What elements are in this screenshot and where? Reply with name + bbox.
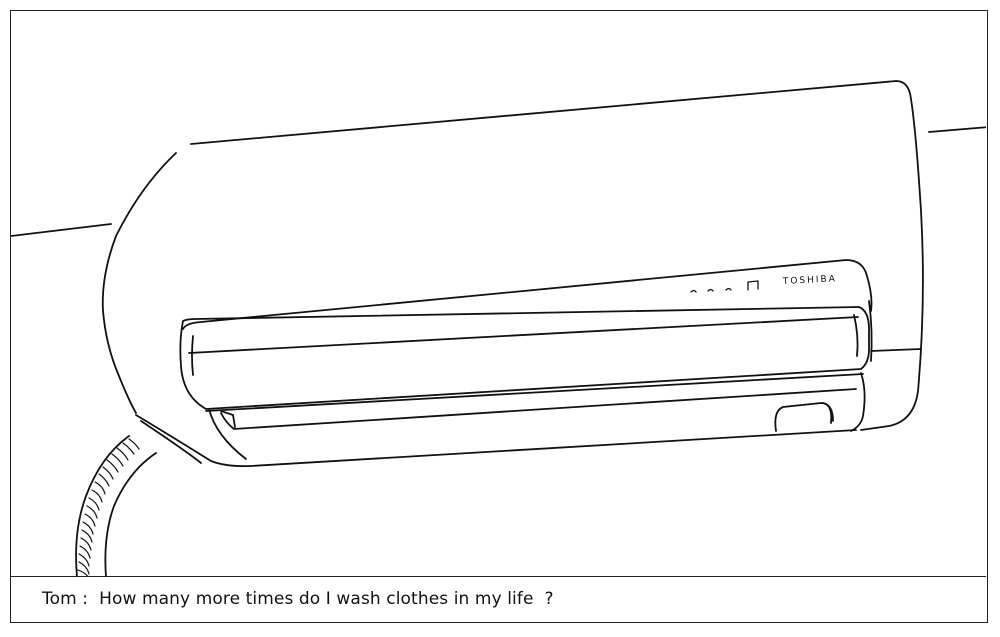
dialogue-caption: Tom : How many more times do I wash clot… xyxy=(42,589,554,609)
caption-bar: Tom : How many more times do I wash clot… xyxy=(11,577,986,621)
vent-handle-inner xyxy=(822,402,834,422)
vent-handle xyxy=(774,402,833,432)
louver-inner xyxy=(220,388,857,430)
sensor-window xyxy=(747,280,759,291)
display-strip xyxy=(182,259,873,330)
indicator-light-2 xyxy=(707,288,714,292)
louver-right xyxy=(850,372,866,432)
illustration-panel: TOSHIBA xyxy=(11,11,986,577)
indicator-lights xyxy=(690,280,759,293)
front-panel-inner-top xyxy=(188,316,859,354)
louver-top xyxy=(205,373,864,412)
unit-body-left xyxy=(101,152,177,414)
front-panel-inner-right xyxy=(853,314,859,357)
unit-body xyxy=(190,80,924,431)
front-panel-inner-bottom xyxy=(191,335,194,376)
unit-body-bottom-lip xyxy=(140,420,202,464)
unit-body-bottom-curve xyxy=(135,414,857,468)
right-side-seam xyxy=(870,348,922,352)
louver-notch xyxy=(220,410,236,428)
indicator-light-3 xyxy=(725,287,732,291)
louver-left xyxy=(208,408,247,460)
brand-label: TOSHIBA xyxy=(782,274,838,287)
wall-line-left xyxy=(11,223,112,237)
hose-ribs xyxy=(77,438,140,577)
right-side-seam-lower xyxy=(868,300,873,362)
indicator-light-1 xyxy=(690,289,697,293)
front-panel xyxy=(179,306,870,410)
hose-outline-right xyxy=(104,452,157,577)
air-conditioner-drawing: TOSHIBA xyxy=(11,80,986,577)
wall-line-right xyxy=(928,126,986,133)
hose-outline-left xyxy=(75,435,130,577)
comic-frame: TOSHIBA xyxy=(10,10,988,623)
